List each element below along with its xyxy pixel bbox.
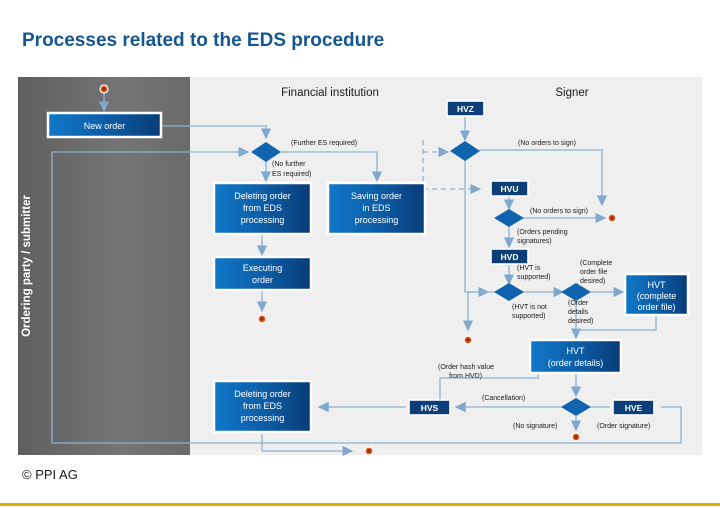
lane-title-financial-institution: Financial institution (281, 87, 379, 99)
node-executing-order-l1: Executing (243, 263, 283, 273)
node-new-order[interactable]: New order (46, 111, 163, 139)
edge-label-no-further-es-1: (No further (272, 161, 306, 168)
edge-label-complete-order-file-3: desired) (580, 278, 605, 285)
terminator-no-orders-to-sign (607, 213, 617, 223)
tag-hvu[interactable]: HVU (490, 180, 529, 197)
decision-hvt-supported[interactable] (494, 283, 524, 301)
tag-hvs[interactable]: HVS (408, 399, 451, 416)
tag-hvd[interactable]: HVD (490, 248, 529, 265)
edge-label-no-orders-to-sign-mid: (No orders to sign) (530, 208, 588, 215)
node-hvt-complete-l1: HVT (648, 280, 667, 290)
node-deleting-order-top-l2: from EDS (243, 203, 282, 213)
edge-label-order-signature: (Order signature) (597, 423, 650, 430)
node-deleting-order-bottom[interactable]: Deleting order from EDS processing (212, 379, 313, 434)
edge-label-no-further-es-2: ES required) (272, 171, 311, 178)
node-saving-order-l2: in EDS (362, 203, 390, 213)
edge-label-order-details-desired-3: desired) (568, 318, 593, 325)
node-executing-order-l2: order (252, 275, 273, 285)
edge-label-cancellation: (Cancellation) (482, 395, 525, 402)
edge-label-order-details-desired-1: (Order (568, 300, 589, 307)
decision-order-file-type[interactable] (561, 283, 591, 301)
lane-ordering-party (18, 77, 190, 455)
node-hvt-complete-l2: (complete (637, 291, 677, 301)
edge-label-orders-pending-2: signatures) (517, 238, 552, 245)
tag-hve-label: HVE (625, 403, 643, 413)
edge-label-complete-order-file-2: order file (580, 269, 607, 276)
node-deleting-order-bottom-l1: Deleting order (234, 389, 291, 399)
node-hvt-order-details[interactable]: HVT (order details) (528, 338, 623, 375)
node-deleting-order-top-l3: processing (241, 215, 285, 225)
terminator-start (99, 84, 109, 94)
node-deleting-order-top-l1: Deleting order (234, 191, 291, 201)
dashed-connector-group (422, 140, 482, 195)
terminator-executing-order (257, 314, 267, 324)
edge-label-hvt-not-supported-1: (HVT is not (512, 304, 547, 311)
edge-label-no-orders-to-sign-top: (No orders to sign) (518, 140, 576, 147)
node-saving-order-l1: Saving order (351, 191, 402, 201)
page-title: Processes related to the EDS procedure (22, 30, 385, 51)
lane-title-signer: Signer (555, 87, 588, 99)
lane-title-ordering-party: Ordering party / submitter (21, 195, 33, 337)
terminator-deleting-bottom (364, 446, 374, 456)
tag-hvz-label: HVZ (457, 104, 474, 114)
tag-hvd-label: HVD (501, 252, 519, 262)
edge-label-complete-order-file-1: (Complete (580, 260, 612, 267)
bottom-accent-rule (0, 503, 720, 506)
tag-hvz[interactable]: HVZ (446, 100, 485, 117)
node-hvt-details-l1: HVT (567, 346, 586, 356)
node-hvt-details-l2: (order details) (548, 358, 604, 368)
decision-hvz-orders[interactable] (450, 141, 480, 161)
tag-hve[interactable]: HVE (612, 399, 655, 416)
edge-label-order-details-desired-2: details (568, 309, 589, 316)
decision-signature[interactable] (561, 398, 591, 416)
copyright-footer: © PPI AG (22, 467, 78, 482)
edge-label-hvt-not-supported-2: supported) (512, 313, 545, 320)
node-deleting-order-bottom-l3: processing (241, 413, 285, 423)
terminator-order-hash-value (463, 335, 473, 345)
terminator-no-signature (571, 432, 581, 442)
node-executing-order[interactable]: Executing order (212, 255, 313, 292)
tag-hvu-label: HVU (501, 184, 519, 194)
node-new-order-label: New order (84, 121, 126, 131)
decision-hvu-orders[interactable] (494, 209, 524, 227)
edge-label-order-hash-1: (Order hash value (438, 364, 494, 371)
connector-group (51, 93, 682, 457)
node-deleting-order-top[interactable]: Deleting order from EDS processing (212, 181, 313, 236)
edge-label-no-signature: (No signature) (513, 423, 557, 430)
decision-es-required[interactable] (251, 142, 281, 162)
tag-hvs-label: HVS (421, 403, 439, 413)
node-saving-order[interactable]: Saving order in EDS processing (326, 181, 427, 236)
edge-label-orders-pending-1: (Orders pending (517, 229, 568, 236)
node-hvt-complete-order-file[interactable]: HVT (complete order file) (623, 272, 690, 317)
node-saving-order-l3: processing (355, 215, 399, 225)
edge-label-hvt-supported-1: (HVT is (517, 265, 541, 272)
node-hvt-complete-l3: order file) (637, 302, 675, 312)
edge-label-hvt-supported-2: supported) (517, 274, 550, 281)
edge-label-order-hash-2: from HVD) (449, 373, 482, 380)
edge-label-further-es-required: (Further ES required) (291, 140, 357, 147)
node-deleting-order-bottom-l2: from EDS (243, 401, 282, 411)
